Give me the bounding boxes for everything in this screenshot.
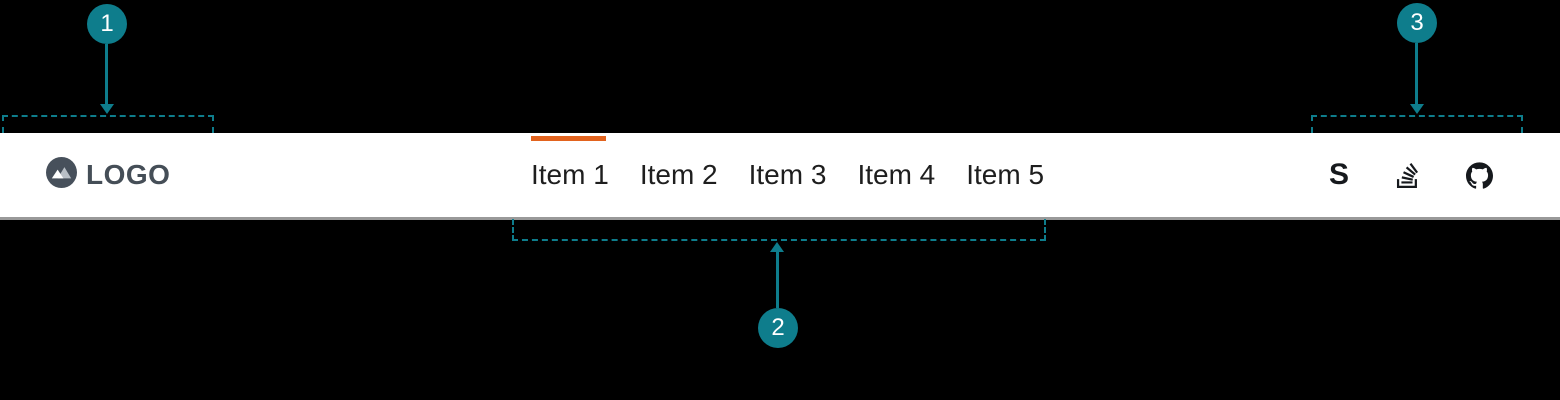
social-icons: S [1329,133,1494,217]
nav-items-region-outline [512,219,1046,241]
logo[interactable]: LOGO [46,133,170,217]
logo-text: LOGO [86,159,171,190]
callout-1-arrowhead-icon [100,104,114,114]
nav-item-5[interactable]: Item 5 [966,159,1045,190]
callout-3-arrowhead-icon [1410,104,1424,114]
stack-s-icon[interactable]: S [1329,158,1350,191]
callout-2-arrowhead-icon [770,242,784,252]
nav-item-3[interactable]: Item 3 [748,159,827,190]
nav-item-1[interactable]: Item 1 [531,159,609,190]
callout-2-badge: 2 [758,308,798,348]
nav-items: Item 1 Item 2 Item 3 Item 4 Item 5 [531,133,1044,217]
social-icons-region-outline [1311,115,1523,133]
callout-2-arrow-line [776,252,779,308]
logo-region-outline [2,115,214,133]
navbar: LOGO Item 1 Item 2 Item 3 Item 4 Item 5 … [0,133,1560,220]
callout-1-badge: 1 [87,4,127,44]
callout-3-badge: 3 [1397,3,1437,43]
active-item-indicator [531,136,606,141]
stackoverflow-icon[interactable] [1395,162,1420,188]
nav-item-4[interactable]: Item 4 [857,159,936,190]
github-icon[interactable] [1466,161,1494,189]
callout-3-arrow-line [1415,43,1418,104]
nav-item-2[interactable]: Item 2 [639,159,718,190]
callout-1-arrow-line [105,44,108,104]
mountain-logo-icon [46,157,77,193]
